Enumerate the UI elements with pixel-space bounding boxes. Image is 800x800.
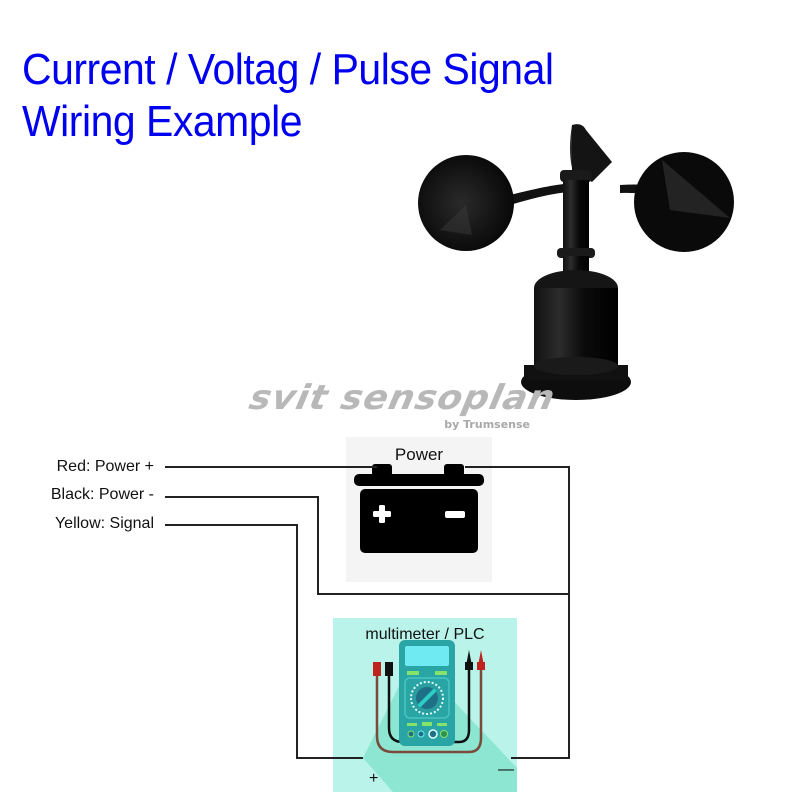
- wire-black-v: [317, 496, 319, 594]
- wire-label-red: Red: Power +: [56, 458, 154, 475]
- wire-label-yellow: Yellow: Signal: [54, 515, 154, 532]
- meter-plus-label: +: [369, 770, 379, 787]
- anemometer-icon: [418, 124, 734, 400]
- meter-title: multimeter / PLC: [365, 626, 485, 643]
- power-title: Power: [394, 445, 444, 464]
- title-line-1: Current / Voltag / Pulse Signal: [22, 45, 554, 94]
- meter-block: multimeter / PLC + —: [333, 618, 517, 792]
- power-block: Power: [346, 437, 492, 582]
- battery-icon: [354, 464, 484, 553]
- wire-yellow-v: [296, 524, 298, 759]
- wire-battery-neg-h: [465, 466, 570, 468]
- brand-name: svit sensoplan: [245, 378, 560, 418]
- wire-red-h: [165, 466, 377, 468]
- wire-yellow-h: [165, 524, 297, 526]
- wire-meter-pos-h: [296, 757, 363, 759]
- wire-label-black: Black: Power -: [50, 486, 154, 503]
- title-line-2: Wiring Example: [22, 97, 303, 146]
- page-title: Current / Voltag / Pulse Signal Wiring E…: [22, 44, 594, 148]
- brand-logo: svit sensoplan by Trumsense: [246, 378, 559, 438]
- wire-right-v: [568, 466, 570, 759]
- wire-meter-neg-h: [511, 757, 570, 759]
- wire-black-h: [165, 496, 318, 498]
- multimeter-icon: [373, 640, 485, 754]
- brand-byline: by Trumsense: [444, 418, 530, 431]
- wire-black-h2: [317, 593, 570, 595]
- meter-minus-label: —: [498, 761, 514, 778]
